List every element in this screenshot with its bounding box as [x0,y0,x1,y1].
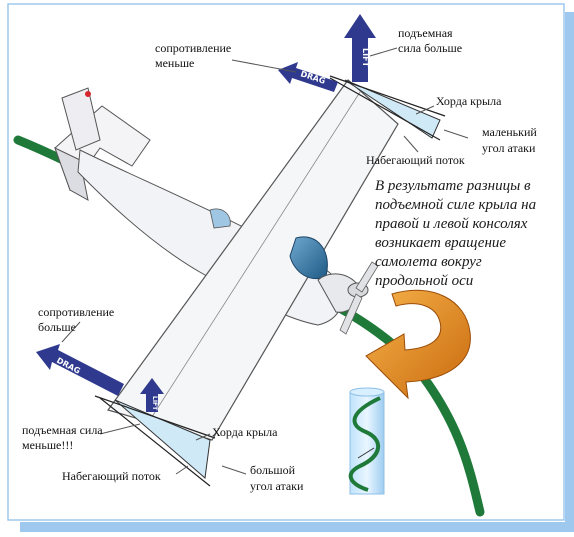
flow-line-left [99,397,211,487]
vertical-fin [61,87,101,151]
lift-label-top: LIFT [361,48,370,68]
small-aoa-wedge [344,79,441,139]
frame-shadow-right [565,12,574,532]
leader-flow-left [175,465,189,475]
label-flow-left: Набегающий поток [62,469,161,483]
frame-shadow-bottom [20,522,574,532]
lift-arrow-small: LIFT [140,378,164,412]
leader-flow-right [403,135,419,153]
flow-line-right [329,77,441,141]
lift-arrow-large: LIFT [344,14,376,82]
fin-light [85,91,91,97]
label-lift-less: подъемная сила меньше!!! [22,423,106,452]
leader-lift-less [99,423,141,435]
rear-window [209,208,231,229]
propeller-blade-bottom [339,293,363,335]
leader-lift-more [369,47,398,57]
label-drag-more: сопротивление больше [38,305,117,334]
label-drag-less: сопротивление меньше [155,41,234,70]
propeller-blade-top [355,261,379,293]
leader-chord-right [415,105,435,115]
wing-spar-line [149,91,361,421]
roll-helix-cylinder [348,387,385,495]
label-lift-more: подъемная сила больше [398,26,462,55]
lift-label-bottom: LIFT [151,396,158,411]
explanation-note: В результате разницы в подъемной силе кр… [375,178,540,289]
leader-small-aoa [443,129,469,139]
label-big-aoa: большой угол атаки [250,463,304,493]
leader-drag-more [61,321,81,343]
wing [107,79,399,441]
label-chord-left: Хорда крыла [212,425,278,439]
label-flow-right: Набегающий поток [366,153,465,167]
leader-big-aoa [221,465,247,475]
label-small-aoa: маленький угол атаки [482,125,540,155]
airplane [54,79,399,441]
rotation-arrow [365,289,471,400]
leader-drag-less [231,59,297,73]
label-chord-right: Хорда крыла [436,94,502,108]
chord-line-left [94,395,216,439]
leader-chord-left [195,433,211,441]
